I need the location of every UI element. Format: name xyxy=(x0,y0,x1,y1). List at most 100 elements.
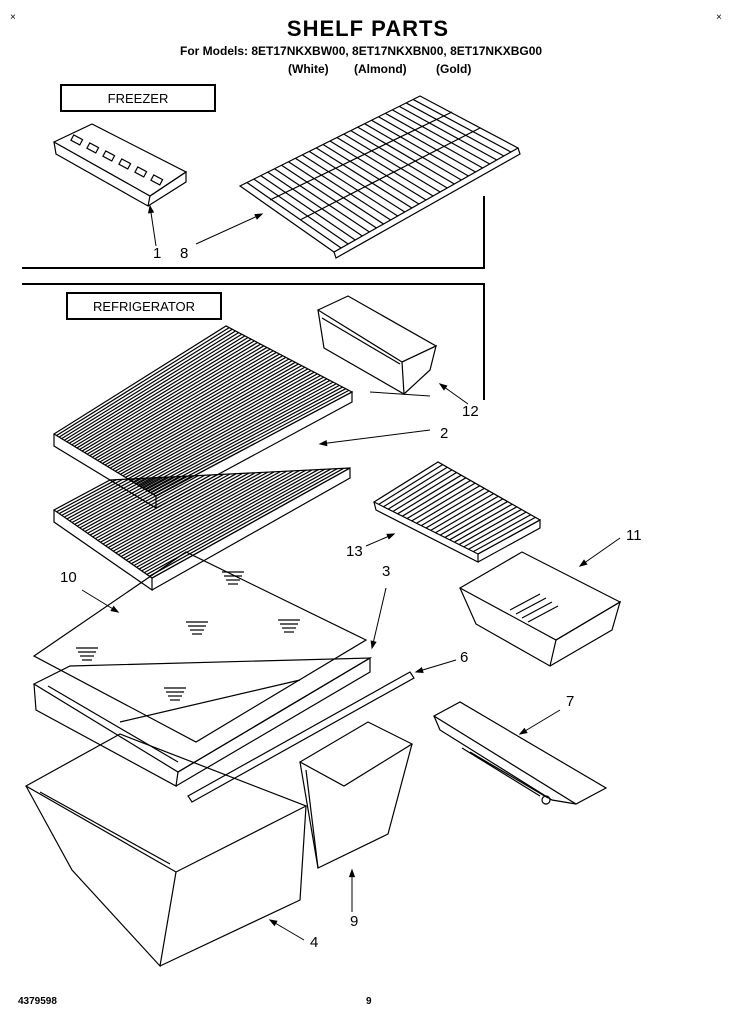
refrigerator-frame xyxy=(22,283,485,400)
callout-12: 12 xyxy=(462,403,479,420)
callout-6: 6 xyxy=(460,649,468,666)
refrigerator-section-label: REFRIGERATOR xyxy=(66,292,222,320)
page-title: SHELF PARTS xyxy=(286,16,450,41)
arrowhead xyxy=(578,559,588,567)
shelf-stripe xyxy=(107,360,293,468)
shelf-stripe xyxy=(458,508,522,546)
wire-bar xyxy=(299,127,481,221)
color-gold: (Gold) xyxy=(436,62,472,76)
shelf-stripe xyxy=(132,376,324,483)
arrowhead xyxy=(147,204,155,214)
shelf-stripe xyxy=(142,383,337,489)
wire xyxy=(392,109,490,165)
shelf-stripe xyxy=(392,472,457,512)
shelf-stripe xyxy=(107,472,243,549)
shelf-stripe xyxy=(435,495,499,534)
crisper-drawer-left xyxy=(24,733,308,968)
shelf-stripe xyxy=(397,474,462,515)
wire xyxy=(357,126,455,185)
shelf-stripe xyxy=(109,361,296,469)
wire-bar xyxy=(269,111,453,201)
shelf-stripe xyxy=(149,467,344,577)
shelf-stripe xyxy=(91,350,274,458)
glass-shelf-lower xyxy=(52,466,351,592)
ice-tray xyxy=(52,123,188,207)
shelf-stripe xyxy=(123,470,281,559)
callout-9: 9 xyxy=(350,913,358,930)
arrowhead xyxy=(268,919,278,927)
shelf-stripe xyxy=(133,469,307,566)
leader-line xyxy=(369,391,431,397)
shelf-stripe xyxy=(79,476,174,529)
wire xyxy=(343,133,441,193)
shelf-stripe xyxy=(112,363,299,471)
callout-10: 10 xyxy=(60,569,77,586)
shelf-stripe xyxy=(430,493,494,531)
wire xyxy=(295,157,391,221)
shelf-stripe xyxy=(66,333,243,443)
shelf-stripe xyxy=(411,482,476,522)
shelf-stripe xyxy=(110,472,250,550)
corner-mark-left: × xyxy=(10,12,16,23)
shelf-stripe xyxy=(140,381,334,488)
arrowhead xyxy=(254,213,264,220)
shelf-stripe xyxy=(137,379,331,486)
wire xyxy=(378,116,476,173)
wire xyxy=(412,98,512,153)
wire xyxy=(301,154,399,217)
wire xyxy=(246,182,342,249)
wire xyxy=(260,175,356,241)
shelf-stripe xyxy=(145,384,340,491)
shelf-stripe xyxy=(387,469,453,510)
shelf-stripe xyxy=(105,473,237,547)
shelf-stripe xyxy=(74,476,161,525)
arrowhead xyxy=(414,666,424,673)
shelf-stripe xyxy=(113,472,256,552)
shelf-stripe xyxy=(150,388,346,494)
shelf-stripe xyxy=(61,478,130,516)
part-number: 4379598 xyxy=(18,996,57,1007)
wire xyxy=(371,119,469,177)
callout-3: 3 xyxy=(382,563,390,580)
crisper-bracket xyxy=(432,701,608,805)
shelf-stripe xyxy=(420,487,485,527)
shelf-stripe xyxy=(81,343,261,452)
shelf-stripe xyxy=(82,476,180,531)
leader-line xyxy=(195,213,263,245)
wire xyxy=(253,178,349,245)
tray-cell xyxy=(86,142,100,154)
shelf-stripe xyxy=(86,346,268,455)
wire xyxy=(364,123,462,181)
shelf-stripe xyxy=(56,479,117,513)
shelf-stripe xyxy=(114,365,302,472)
shelf-stripe xyxy=(125,470,288,561)
shelf-stripe xyxy=(138,469,319,570)
shelf-stripe xyxy=(71,337,249,446)
shelf-stripe xyxy=(63,332,239,441)
shelf-stripe xyxy=(127,373,318,480)
wire xyxy=(288,161,384,225)
freezer-frame xyxy=(22,196,485,269)
arrowhead xyxy=(318,440,328,447)
tray-cell xyxy=(118,158,132,170)
shelf-stripe xyxy=(79,341,258,451)
shelf-stripe xyxy=(69,477,149,522)
wire xyxy=(315,147,413,209)
wire xyxy=(336,137,434,197)
shelf-stripe xyxy=(66,477,142,520)
wire xyxy=(281,164,377,229)
callout-11: 11 xyxy=(626,527,642,544)
arrowhead xyxy=(370,640,377,650)
shelf-stripe xyxy=(122,370,312,477)
callout-8: 8 xyxy=(180,245,188,262)
shelf-stripe xyxy=(99,355,284,463)
shelf-stripe xyxy=(61,330,236,440)
shelf-stripe xyxy=(115,471,262,554)
wire xyxy=(322,143,420,205)
shelf-stripe xyxy=(84,475,187,532)
callout-1: 1 xyxy=(153,245,161,262)
shelf-stripe xyxy=(148,386,343,492)
shelf-stripe xyxy=(76,340,255,449)
shelf-stripe xyxy=(94,351,277,460)
page-number: 9 xyxy=(366,996,372,1007)
